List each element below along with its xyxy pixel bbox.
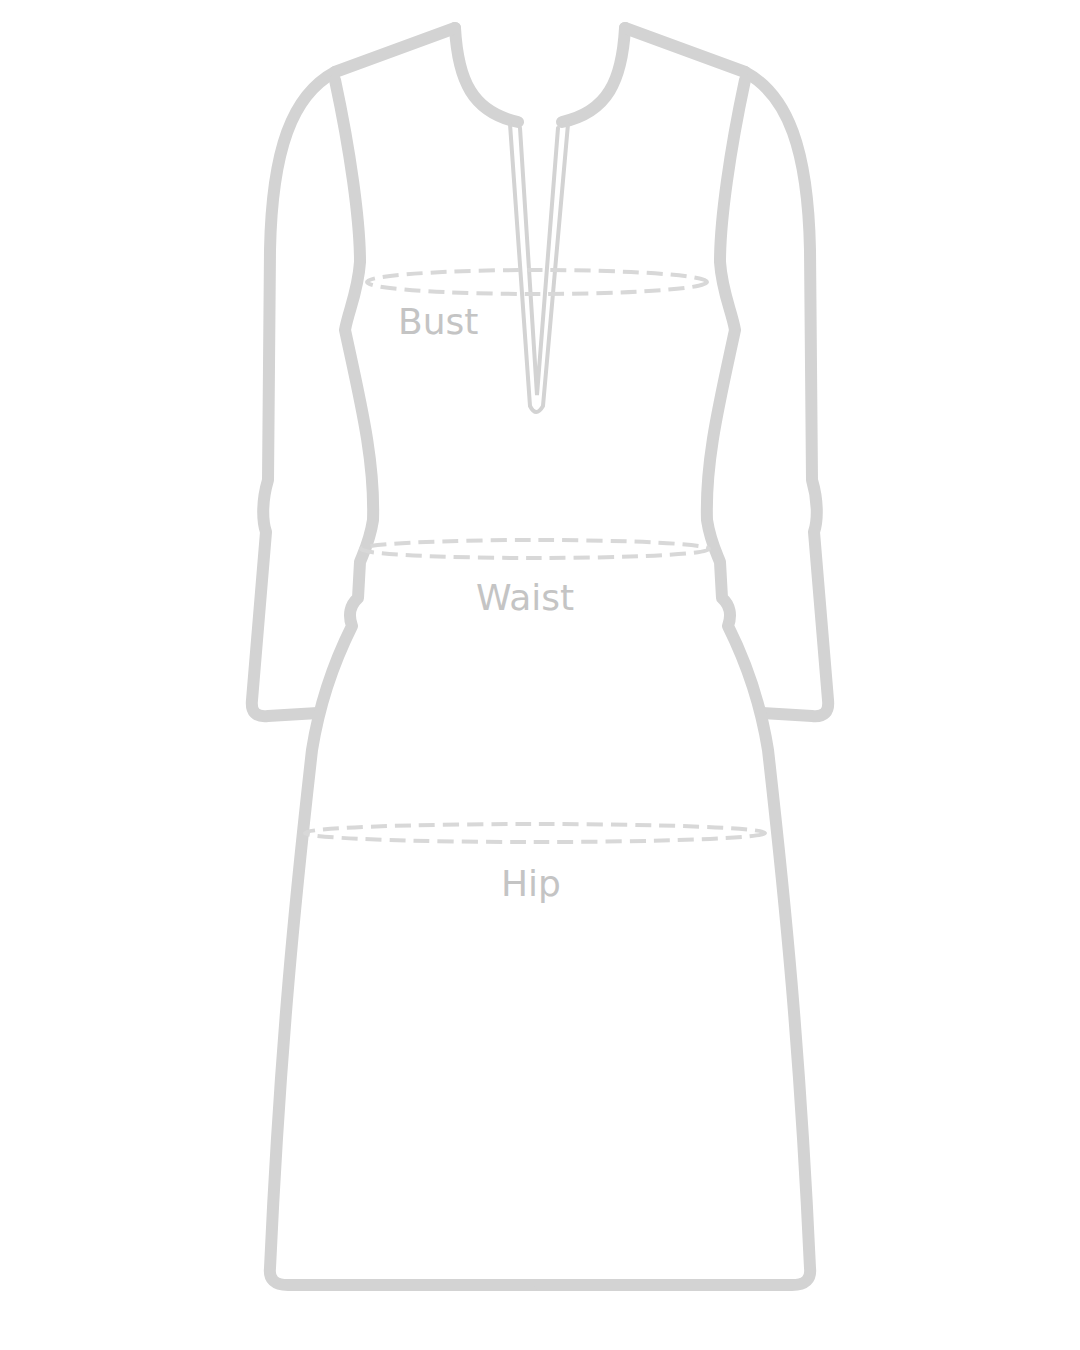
measure-label: Bust (398, 304, 478, 340)
dress-outline-mirror (540, 28, 828, 1285)
measure-label: Hip (501, 866, 561, 902)
measure-lines (305, 270, 765, 842)
dress-outline (252, 28, 540, 1285)
measure-label: Waist (476, 580, 574, 616)
placket (510, 124, 568, 412)
